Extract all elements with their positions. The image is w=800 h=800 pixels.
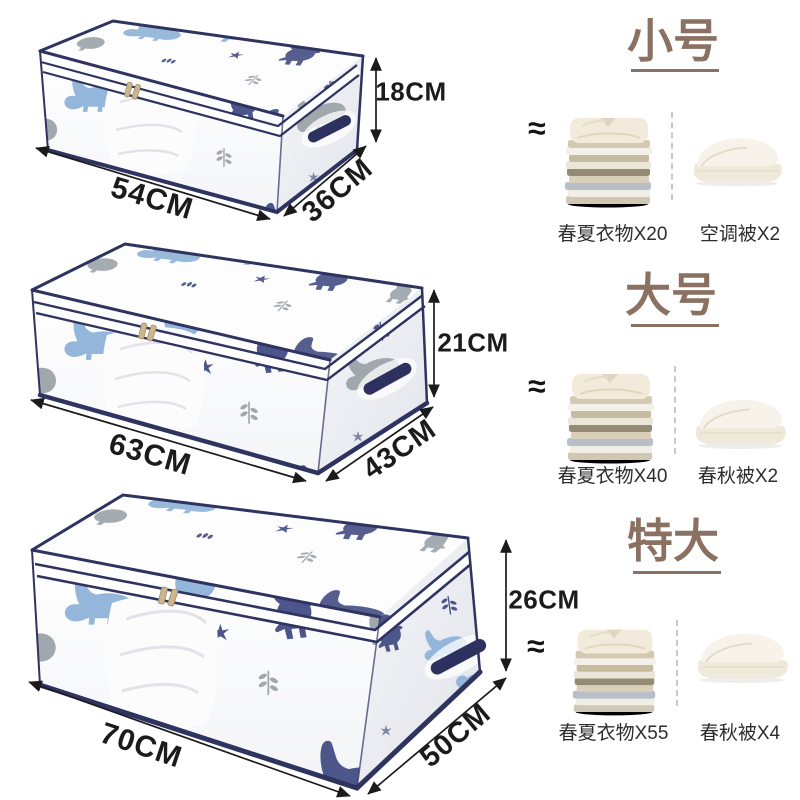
bag-handle: [301, 110, 357, 148]
approx-icon: ≈: [528, 110, 546, 146]
size-title-small: 小号: [627, 15, 719, 67]
folded-clothes-stack-image: [560, 104, 656, 208]
height-label-large: 21CM: [437, 327, 509, 358]
folded-quilt-image: [688, 126, 786, 188]
zipper-pulls: [157, 586, 179, 607]
zipper-pulls: [124, 81, 141, 100]
size-title-underline: [633, 571, 721, 574]
bag-top-face: [32, 244, 422, 360]
size-title-underline: [631, 69, 719, 72]
height-label-extra-large: 26CM: [508, 584, 580, 615]
folded-clothes-stack-image: [562, 360, 658, 464]
size-title-large: 大号: [625, 269, 717, 321]
folded-quilt-image: [690, 388, 790, 450]
capacity-label-quilt: 春秋被X4: [699, 723, 781, 744]
approx-icon: ≈: [528, 368, 546, 404]
height-label-small: 18CM: [375, 76, 447, 107]
capacity-label-quilt: 空调被X2: [699, 224, 781, 245]
bag-handle: [357, 358, 417, 400]
capacity-label-clothes: 春夏衣物X40: [557, 466, 668, 487]
capacity-label-clothes: 春夏衣物X55: [558, 723, 669, 744]
folded-clothes-stack-image: [568, 616, 660, 716]
size-title-extra-large: 特大: [627, 515, 719, 567]
capacity-divider: [671, 112, 673, 200]
capacity-divider: [676, 620, 678, 706]
zipper-pulls: [138, 322, 157, 342]
capacity-divider: [674, 366, 676, 454]
bag-zipper: [40, 60, 361, 138]
bag-handle: [424, 634, 492, 680]
approx-icon: ≈: [527, 628, 545, 664]
capacity-label-clothes: 春夏衣物X20: [557, 224, 668, 245]
capacity-label-quilt: 春秋被X2: [697, 466, 779, 487]
size-title-underline: [631, 324, 719, 327]
folded-quilt-image: [692, 622, 792, 684]
bag-zipper: [33, 294, 428, 382]
